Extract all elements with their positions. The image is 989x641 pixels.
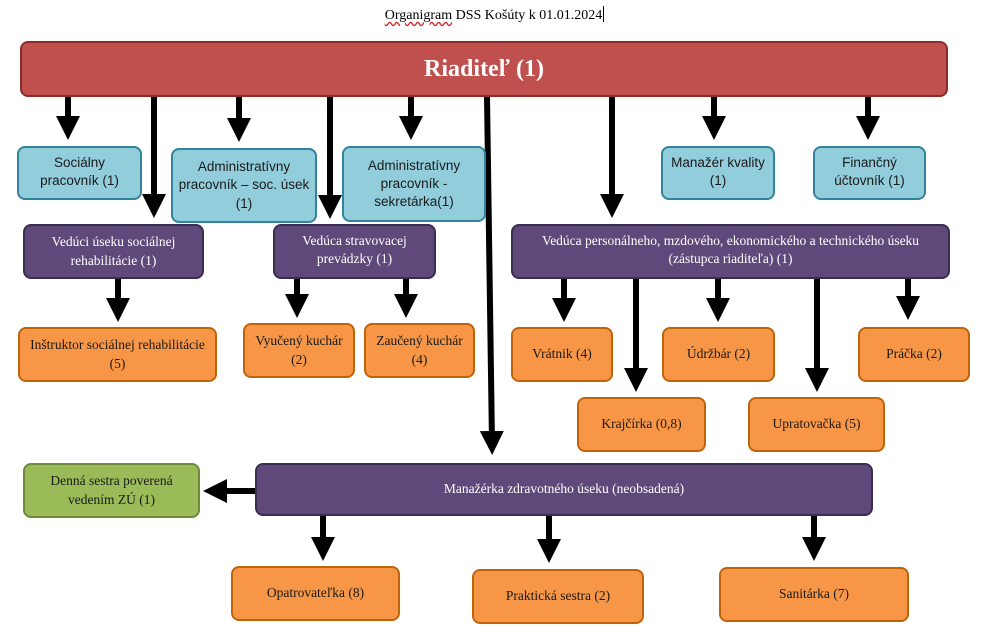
- veduca-strav-box: Vedúca stravovacej prevádzky (1): [273, 224, 436, 279]
- diagram-title: Organigram DSS Košúty k 01.01.2024: [0, 6, 989, 24]
- director-box: Riaditeľ (1): [20, 41, 948, 97]
- socialny-pracovnik-box: Sociálny pracovník (1): [17, 146, 142, 200]
- pracka-box: Práčka (2): [858, 327, 970, 382]
- title-rest: DSS Košúty k 01.01.2024: [455, 8, 603, 23]
- upratovacka-box: Upratovačka (5): [748, 397, 885, 452]
- admin-soc-box: Administratívny pracovník – soc. úsek (1…: [171, 148, 317, 223]
- arrow-to-manazerka-zdrav: [479, 96, 504, 455]
- zauceny-kuchar-box: Zaučený kuchár (4): [364, 323, 475, 378]
- title-prefix: Organigram: [384, 8, 453, 23]
- prakticka-sestra-box: Praktická sestra (2): [472, 569, 644, 624]
- veduca-pers-box: Vedúca personálneho, mzdového, ekonomick…: [511, 224, 950, 279]
- denna-sestra-box: Denná sestra poverená vedením ZÚ (1): [23, 463, 200, 518]
- instruktor-box: Inštruktor sociálnej rehabilitácie (5): [18, 327, 217, 382]
- udrzbar-box: Údržbár (2): [662, 327, 775, 382]
- veduci-soc-box: Vedúci úseku sociálnej rehabilitácie (1): [23, 224, 204, 279]
- vratnik-box: Vrátnik (4): [511, 327, 613, 382]
- financny-uctovnik-box: Finančný účtovník (1): [813, 146, 926, 200]
- admin-sek-box: Administratívny pracovník - sekretárka(1…: [342, 146, 486, 222]
- opatrovatelka-box: Opatrovateľka (8): [231, 566, 400, 621]
- sanitarka-box: Sanitárka (7): [719, 567, 909, 622]
- vyuceny-kuchar-box: Vyučený kuchár (2): [243, 323, 355, 378]
- manazer-kvality-box: Manažér kvality (1): [661, 146, 775, 200]
- krajcirka-box: Krajčírka (0,8): [577, 397, 706, 452]
- manazerka-zdrav-box: Manažérka zdravotného úseku (neobsadená): [255, 463, 873, 516]
- text-cursor: [603, 6, 605, 22]
